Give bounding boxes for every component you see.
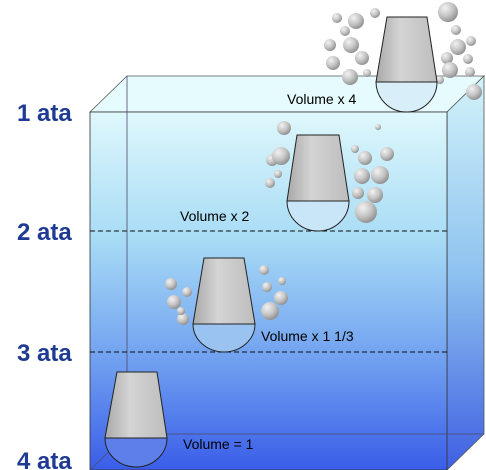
pressure-label-4-ata: 4 ata [17,448,72,470]
bubble [261,302,279,320]
bubble [274,291,288,305]
bubble [340,26,350,36]
bubble [463,54,473,64]
bubble [262,282,272,292]
bubble [465,67,475,77]
volume-label-2-ata: Volume x 2 [180,208,249,224]
diving-bell-4-ata [104,371,168,468]
bubble [363,69,371,77]
bubble [451,25,461,35]
bubble [355,201,377,223]
bell-body [286,134,350,202]
bubble [436,76,444,84]
bubble [466,84,482,100]
bubble [466,36,476,46]
diving-bell-surface [375,16,438,113]
diving-bell-3-ata [192,257,256,353]
bubble [177,307,185,315]
bubble [355,51,369,65]
pressure-label-3-ata: 3 ata [17,340,72,367]
bubble [375,124,381,130]
pressure-label-2-ata: 2 ata [17,219,72,246]
pressure-label-1-ata: 1 ata [17,100,72,127]
volume-label-4-ata: Volume = 1 [183,436,254,452]
bubble [441,52,453,64]
bell-air-pocket [375,81,438,113]
bubble [278,277,286,285]
bubble [442,62,458,78]
bubble [277,121,291,135]
bubble [358,151,372,165]
bubble [351,145,359,153]
bell-air-pocket [192,323,256,353]
bubble [450,39,466,55]
bubble [348,13,364,29]
bell-body [104,371,168,439]
bubble [367,187,383,203]
bubble [332,13,342,23]
tank-right-face [446,75,485,470]
bubble [343,37,359,53]
bubble [165,278,177,290]
bell-body [375,16,438,83]
bubble [177,313,189,325]
diving-bell-2-ata [286,134,350,232]
bubble [259,265,269,275]
bubble [352,187,364,199]
bubble [272,147,290,165]
bubble [326,56,340,70]
bubble [265,178,275,188]
bubble [324,39,336,51]
bell-air-pocket [104,437,168,468]
volume-label-surface: Volume x 4 [287,91,356,107]
volume-label-3-ata: Volume x 1 1/3 [261,328,354,344]
bubble [167,295,181,309]
bubble [370,8,380,18]
bell-air-pocket [286,200,350,232]
air-bubbles [165,2,482,325]
bubble [438,2,458,22]
bubble [182,287,192,297]
bubble [354,168,370,184]
bubble [274,170,282,178]
bubble [380,147,394,161]
bubble [342,69,358,85]
bell-body [192,257,256,325]
bubble [371,166,389,184]
